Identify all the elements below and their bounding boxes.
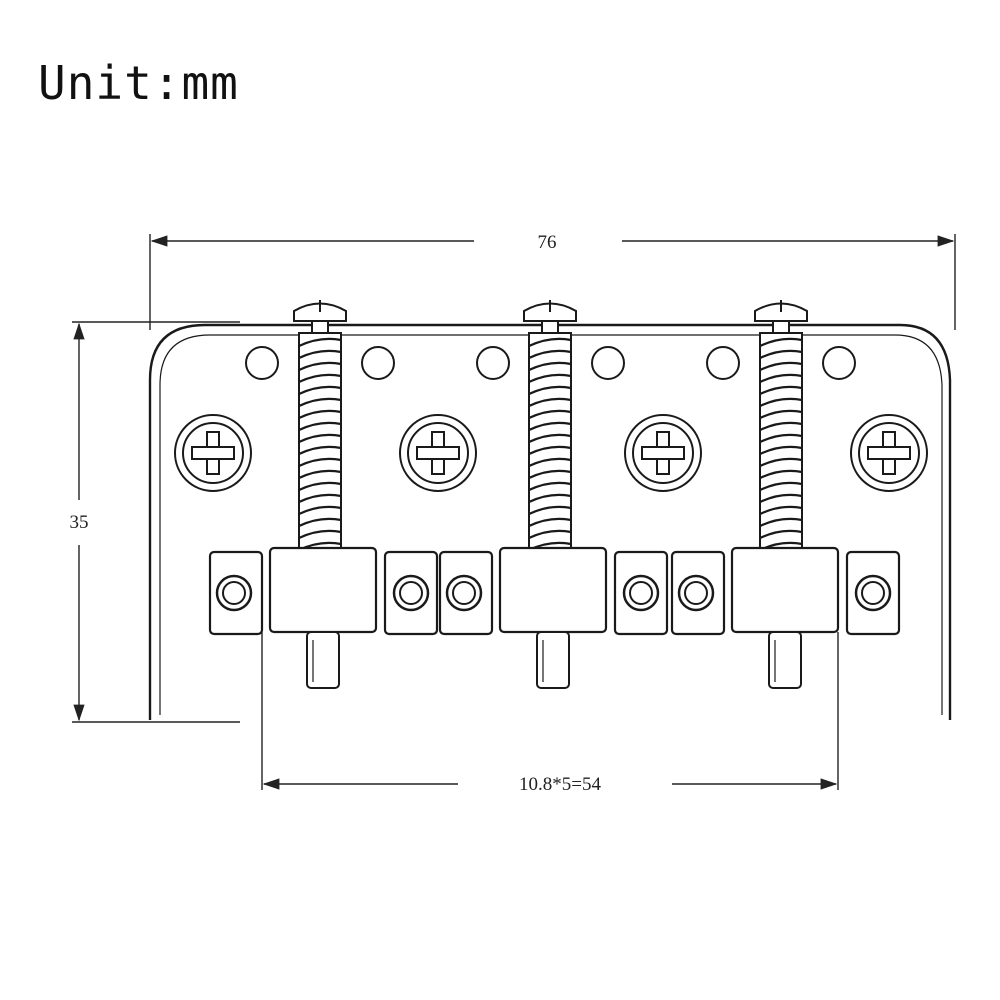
height-value: 35 xyxy=(70,512,89,533)
width-value: 76 xyxy=(538,232,557,253)
phillips-screw-icon xyxy=(624,414,702,492)
width-dimension: 76 xyxy=(149,232,956,330)
string-hole xyxy=(822,346,856,380)
string-hole xyxy=(245,346,279,380)
unit-label: Unit:mm xyxy=(38,56,239,110)
spacing-value: 10.8*5=54 xyxy=(519,774,601,795)
intonation-screws xyxy=(293,300,808,551)
saddle xyxy=(670,546,901,689)
intonation-screw-icon xyxy=(754,300,808,551)
saddles xyxy=(208,546,901,689)
string-hole xyxy=(361,346,395,380)
phillips-screw-icon xyxy=(399,414,477,492)
string-hole xyxy=(706,346,740,380)
intonation-screw-icon xyxy=(523,300,577,551)
string-hole xyxy=(476,346,510,380)
intonation-screw-icon xyxy=(293,300,347,551)
string-hole xyxy=(591,346,625,380)
phillips-screw-icon xyxy=(174,414,252,492)
saddle xyxy=(438,546,669,689)
height-dimension: 35 xyxy=(70,321,240,723)
string-holes xyxy=(245,346,856,380)
saddle xyxy=(208,546,439,689)
phillips-screw-icon xyxy=(850,414,928,492)
mounting-screws xyxy=(174,414,928,492)
saddle-spacing-dimension: 10.8*5=54 xyxy=(261,632,839,795)
